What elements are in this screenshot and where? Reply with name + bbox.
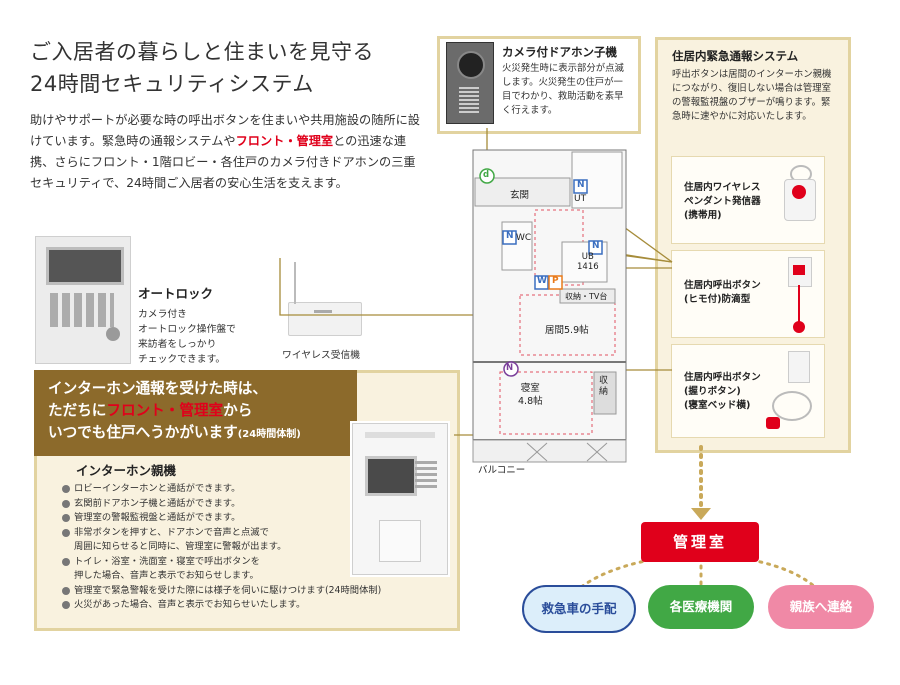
marker-d-icon (479, 168, 495, 184)
autolock-camera-icon (106, 327, 120, 341)
intercom-bullet-item: 玄関前ドアホン子機と通話ができます。 (62, 497, 452, 512)
door-speaker-icon (459, 85, 479, 113)
autolock-screen (46, 247, 124, 285)
intercom-bullet-text: 管理室で緊急警報を受けた際には様子を伺いに駆けつけます(24時間体制) (74, 584, 382, 596)
room-wc: WC (516, 233, 532, 243)
room-closet: 収納 (599, 376, 609, 397)
intercom-bullet-item: 非常ボタンを押すと、ドアホンで音声と点滅で 周囲に知らせると同時に、管理室に警報… (62, 526, 452, 555)
pendant-card: 住居内ワイヤレス ペンダント発信器 (携帯用) (671, 156, 825, 244)
string-button-label: 住居内呼出ボタン (ヒモ付)防滴型 (684, 280, 761, 305)
pendant-icon (784, 165, 816, 233)
grip-button-card: 住居内呼出ボタン (握りボタン) (寝室ベッド横) (671, 344, 825, 438)
bullet-dot-icon (62, 528, 70, 537)
marker-n-ut-label: N (577, 180, 585, 190)
contact-ambulance: 救急車の手配 (522, 585, 636, 633)
intercom-master-title: インターホン親機 (76, 463, 177, 478)
intercom-master-content: インターホン親機 ロビーインターホンと通話ができます。玄関前ドアホン子機と通話が… (62, 462, 452, 613)
string-button-icon (788, 257, 812, 333)
bullet-dot-icon (62, 601, 70, 609)
contact-medical: 各医療機関 (648, 585, 754, 629)
bullet-dot-icon (62, 586, 70, 595)
wireless-receiver-label: ワイヤレス受信機 (282, 350, 361, 361)
room-storage-tv: 収納・TV台 (565, 292, 608, 301)
room-bedroom: 寝室 4.8帖 (518, 383, 543, 407)
intercom-bullet-item: 管理室の警報監視盤と通話ができます。 (62, 511, 452, 526)
intercom-bullet-item: 管理室で緊急警報を受けた際には様子を伺いに駆けつけます(24時間体制) (62, 584, 452, 599)
bullet-dot-icon (62, 557, 70, 566)
marker-n-ut-icon (573, 179, 588, 194)
dotted-arc-right (750, 558, 822, 594)
bullet-dot-icon (62, 485, 70, 493)
bullet-dot-icon (62, 514, 70, 522)
marker-n-ub-icon (588, 240, 603, 255)
room-ub: UB 1416 (577, 252, 599, 272)
call-button-icon (379, 520, 421, 562)
emergency-banner: インターホン通報を受けた時は、 ただちにフロント・管理室から いつでも住戸へうか… (34, 370, 357, 456)
banner-line-2: ただちにフロント・管理室から (48, 402, 253, 419)
marker-n-wc-icon (502, 230, 517, 245)
arrow-down-icon (691, 508, 711, 520)
room-ut: UT (574, 194, 587, 204)
camera-lens-icon (457, 51, 485, 79)
door-camera-caption: カメラ付ドアホン子機 火災発生時に表示部分が点滅します。火災発生の住戸が一目でわ… (502, 44, 630, 118)
door-camera-title: カメラ付ドアホン子機 (502, 45, 617, 59)
room-entrance: 玄関 (510, 190, 530, 201)
marker-d-label: d (483, 170, 490, 180)
antenna-icon (294, 262, 296, 304)
page-title: ご入居者の暮らしと住まいを見守る 24時間セキュリティシステム (30, 36, 374, 100)
intercom-bullet-item: トイレ・浴室・洗面室・寝室で呼出ボタンを 押した場合、音声と表示でお知らせします… (62, 555, 452, 584)
marker-n-wc-label: N (506, 231, 514, 241)
room-balcony: バルコニー (478, 465, 526, 476)
grip-button-label: 住居内呼出ボタン (握りボタン) (寝室ベッド横) (684, 372, 761, 411)
autolock-panel-image (35, 236, 131, 364)
marker-p-label: P (552, 276, 559, 286)
intro-highlight: フロント・管理室 (235, 134, 334, 148)
intercom-bullet-text: トイレ・浴室・洗面室・寝室で呼出ボタンを 押した場合、音声と表示でお知らせします… (74, 555, 260, 582)
intro-text: 助けやサポートが必要な時の呼出ボタンを住まいや共用施設の随所に設けています。緊急… (30, 110, 425, 194)
marker-p-icon (548, 275, 563, 290)
emergency-system-desc: 呼出ボタンは居間のインターホン親機につながり、復旧しない場合は管理室の警報監視盤… (672, 69, 832, 122)
autolock-caption: オートロック カメラ付き オートロック操作盤で 来訪者をしっかり チェックできま… (138, 285, 268, 367)
wireless-receiver-image (284, 258, 364, 338)
intercom-bullet-item: 火災があった場合、音声と表示でお知らせいたします。 (62, 598, 452, 613)
intercom-bullet-text: 非常ボタンを押すと、ドアホンで音声と点滅で 周囲に知らせると同時に、管理室に警報… (74, 526, 287, 553)
banner-highlight: フロント・管理室 (106, 402, 224, 419)
marker-w-icon (534, 275, 549, 290)
intro-part-1: 助けやサポートが必要な時の呼出ボタンを住まいや共用施設の随所に設けています。緊急… (30, 113, 420, 148)
marker-n-circle-icon (503, 361, 519, 377)
banner-line-1: インターホン通報を受けた時は、 (48, 380, 267, 397)
string-button-card: 住居内呼出ボタン (ヒモ付)防滴型 (671, 250, 825, 338)
marker-w-label: W (537, 276, 547, 286)
banner-line-3: いつでも住戸へうかがいます(24時間体制) (48, 424, 301, 441)
autolock-title: オートロック (138, 286, 214, 301)
intro-part-2: との迅速な連携、さらにフロント・1階ロビー・各住戸のカメラ付きドアホンの三重セキ… (30, 134, 416, 190)
room-living: 居間5.9帖 (545, 325, 589, 336)
emergency-system-title: 住居内緊急通報システム (672, 49, 799, 63)
intercom-master-device (352, 423, 448, 575)
management-badge: 管理室 (641, 522, 759, 562)
intercom-bullet-text: 火災があった場合、音声と表示でお知らせいたします。 (74, 599, 306, 610)
marker-n-ub-label: N (592, 241, 600, 251)
intercom-bullet-text: 管理室の警報監視盤と通話ができます。 (74, 512, 241, 523)
intercom-bullet-text: 玄関前ドアホン子機と通話ができます。 (74, 497, 241, 509)
door-camera-box (437, 36, 641, 134)
door-camera-device (446, 42, 494, 124)
autolock-desc: カメラ付き オートロック操作盤で 来訪者をしっかり チェックできます。 (138, 309, 236, 365)
grip-button-icon (766, 351, 816, 433)
contact-family: 親族へ連絡 (768, 585, 874, 629)
intercom-bullet-item: ロビーインターホンと通話ができます。 (62, 482, 452, 497)
title-line-2: 24時間セキュリティシステム (30, 72, 314, 96)
intercom-bullet-text: ロビーインターホンと通話ができます。 (74, 483, 241, 494)
door-camera-desc: 火災発生時に表示部分が点滅します。火災発生の住戸が一目でわかり、救助活動を素早く… (502, 63, 624, 116)
emergency-system-header: 住居内緊急通報システム 呼出ボタンは居間のインターホン親機につながり、復旧しない… (672, 48, 832, 124)
title-line-1: ご入居者の暮らしと住まいを見守る (30, 40, 374, 64)
bullet-dot-icon (62, 499, 70, 508)
marker-n-circle-label: N (506, 363, 514, 373)
pendant-label: 住居内ワイヤレス ペンダント発信器 (携帯用) (684, 182, 761, 221)
autolock-keypad (50, 293, 114, 327)
intercom-master-bullets: ロビーインターホンと通話ができます。玄関前ドアホン子機と通話ができます。管理室の… (62, 482, 452, 613)
speaker-icon (415, 458, 437, 488)
